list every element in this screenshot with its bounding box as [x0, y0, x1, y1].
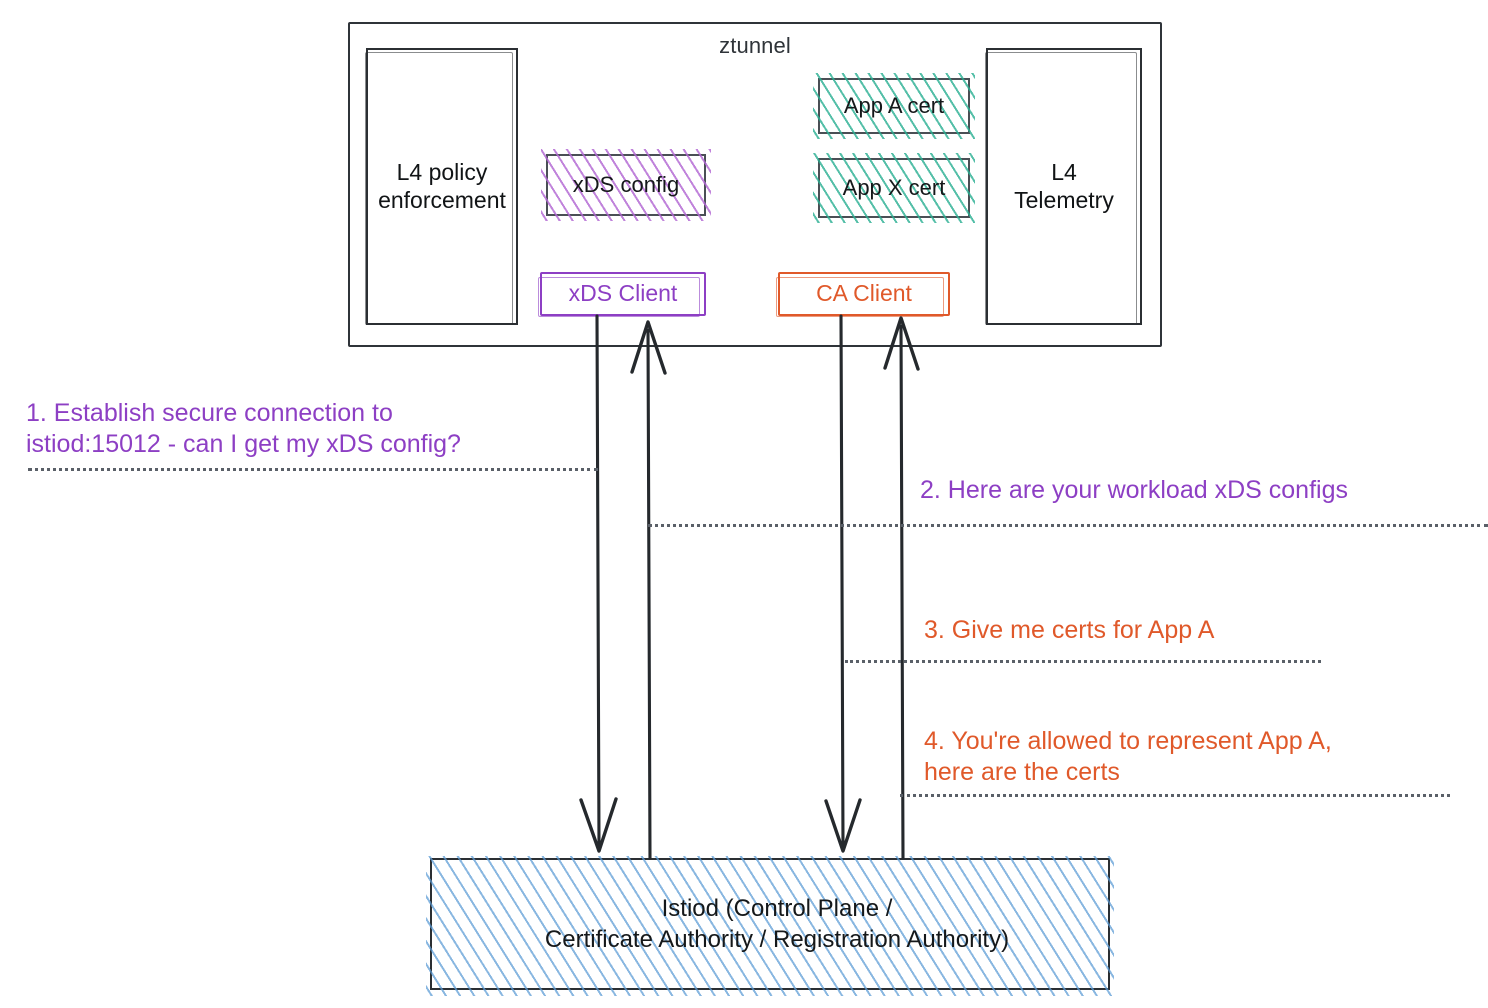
step-3-leader-line: [845, 660, 1321, 663]
app-a-cert-box: App A cert: [813, 73, 975, 139]
step-2-leader-line: [648, 524, 1488, 527]
step-3-label: 3. Give me certs for App A: [924, 616, 1215, 644]
step-4-label: 4. You're allowed to represent App A, he…: [924, 727, 1332, 787]
connector-ca-request-down: [824, 314, 862, 853]
app-x-cert-box: App X cert: [813, 153, 975, 223]
connector-xds-response-up: [630, 320, 667, 860]
l4-policy-enforcement-box: L4 policy enforcement: [365, 48, 518, 325]
l4-telemetry-box: L4 Telemetry: [985, 48, 1142, 325]
xds-config-box: xDS config: [541, 149, 711, 221]
ca-client-box: CA Client: [776, 272, 950, 317]
connector-ca-response-up: [883, 316, 920, 860]
step-2-label: 2. Here are your workload xDS configs: [920, 476, 1348, 504]
xds-client-label: xDS Client: [568, 280, 678, 307]
app-a-cert-label: App A cert: [843, 93, 945, 119]
ztunnel-title: ztunnel: [719, 33, 791, 58]
istiod-box: Istiod (Control Plane / Certificate Auth…: [426, 856, 1114, 996]
app-x-cert-label: App X cert: [842, 175, 946, 201]
ca-client-label: CA Client: [816, 280, 912, 307]
step-4-leader-line: [900, 794, 1450, 797]
step-1-leader-line: [28, 468, 598, 471]
step-1-label: 1. Establish secure connection to istiod…: [26, 399, 461, 459]
connector-xds-request-down: [579, 314, 618, 853]
xds-client-box: xDS Client: [538, 272, 706, 317]
l4-policy-enforcement-label: L4 policy enforcement: [378, 159, 506, 213]
istiod-label: Istiod (Control Plane / Certificate Auth…: [544, 894, 1010, 953]
xds-config-label: xDS config: [572, 172, 680, 198]
l4-telemetry-label: L4 Telemetry: [1014, 159, 1114, 213]
